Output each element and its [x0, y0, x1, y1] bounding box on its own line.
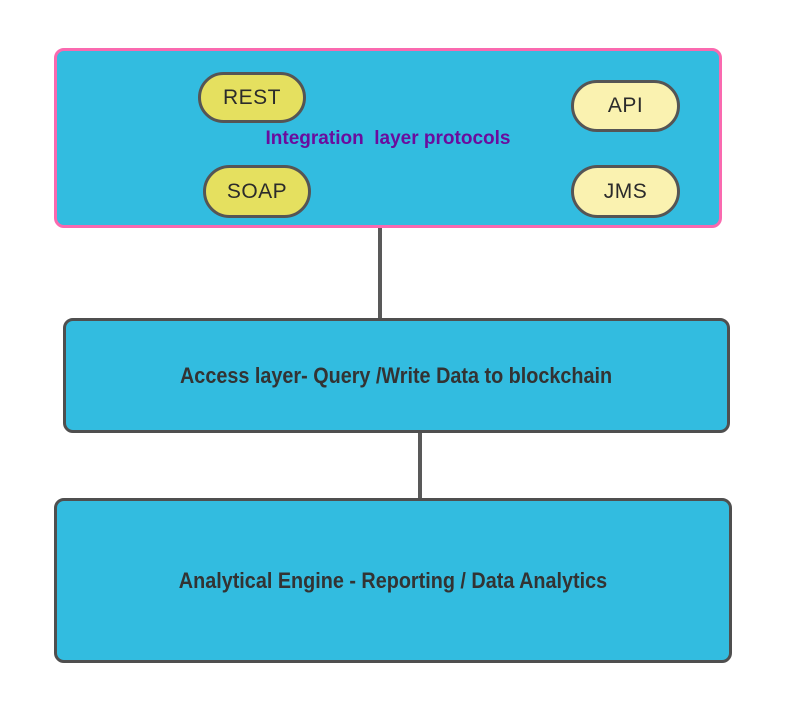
analytics-engine-box: Analytical Engine - Reporting / Data Ana… — [54, 498, 732, 663]
integration-layer-box: REST API SOAP JMS Integration layer prot… — [54, 48, 722, 228]
api-pill: API — [571, 80, 680, 132]
soap-pill: SOAP — [203, 165, 311, 218]
integration-layer-title: Integration layer protocols — [265, 128, 511, 149]
access-layer-label: Access layer- Query /Write Data to block… — [180, 362, 613, 388]
analytics-engine-label: Analytical Engine - Reporting / Data Ana… — [178, 567, 608, 593]
rest-pill: REST — [198, 72, 306, 123]
connector-access-to-analytics — [418, 433, 422, 498]
access-layer-box: Access layer- Query /Write Data to block… — [63, 318, 730, 433]
connector-integration-to-access — [378, 228, 382, 318]
rest-pill-label: REST — [222, 85, 281, 109]
jms-pill-label: JMS — [603, 179, 648, 203]
soap-pill-label: SOAP — [226, 179, 288, 203]
jms-pill: JMS — [571, 165, 680, 218]
api-pill-label: API — [607, 94, 644, 117]
